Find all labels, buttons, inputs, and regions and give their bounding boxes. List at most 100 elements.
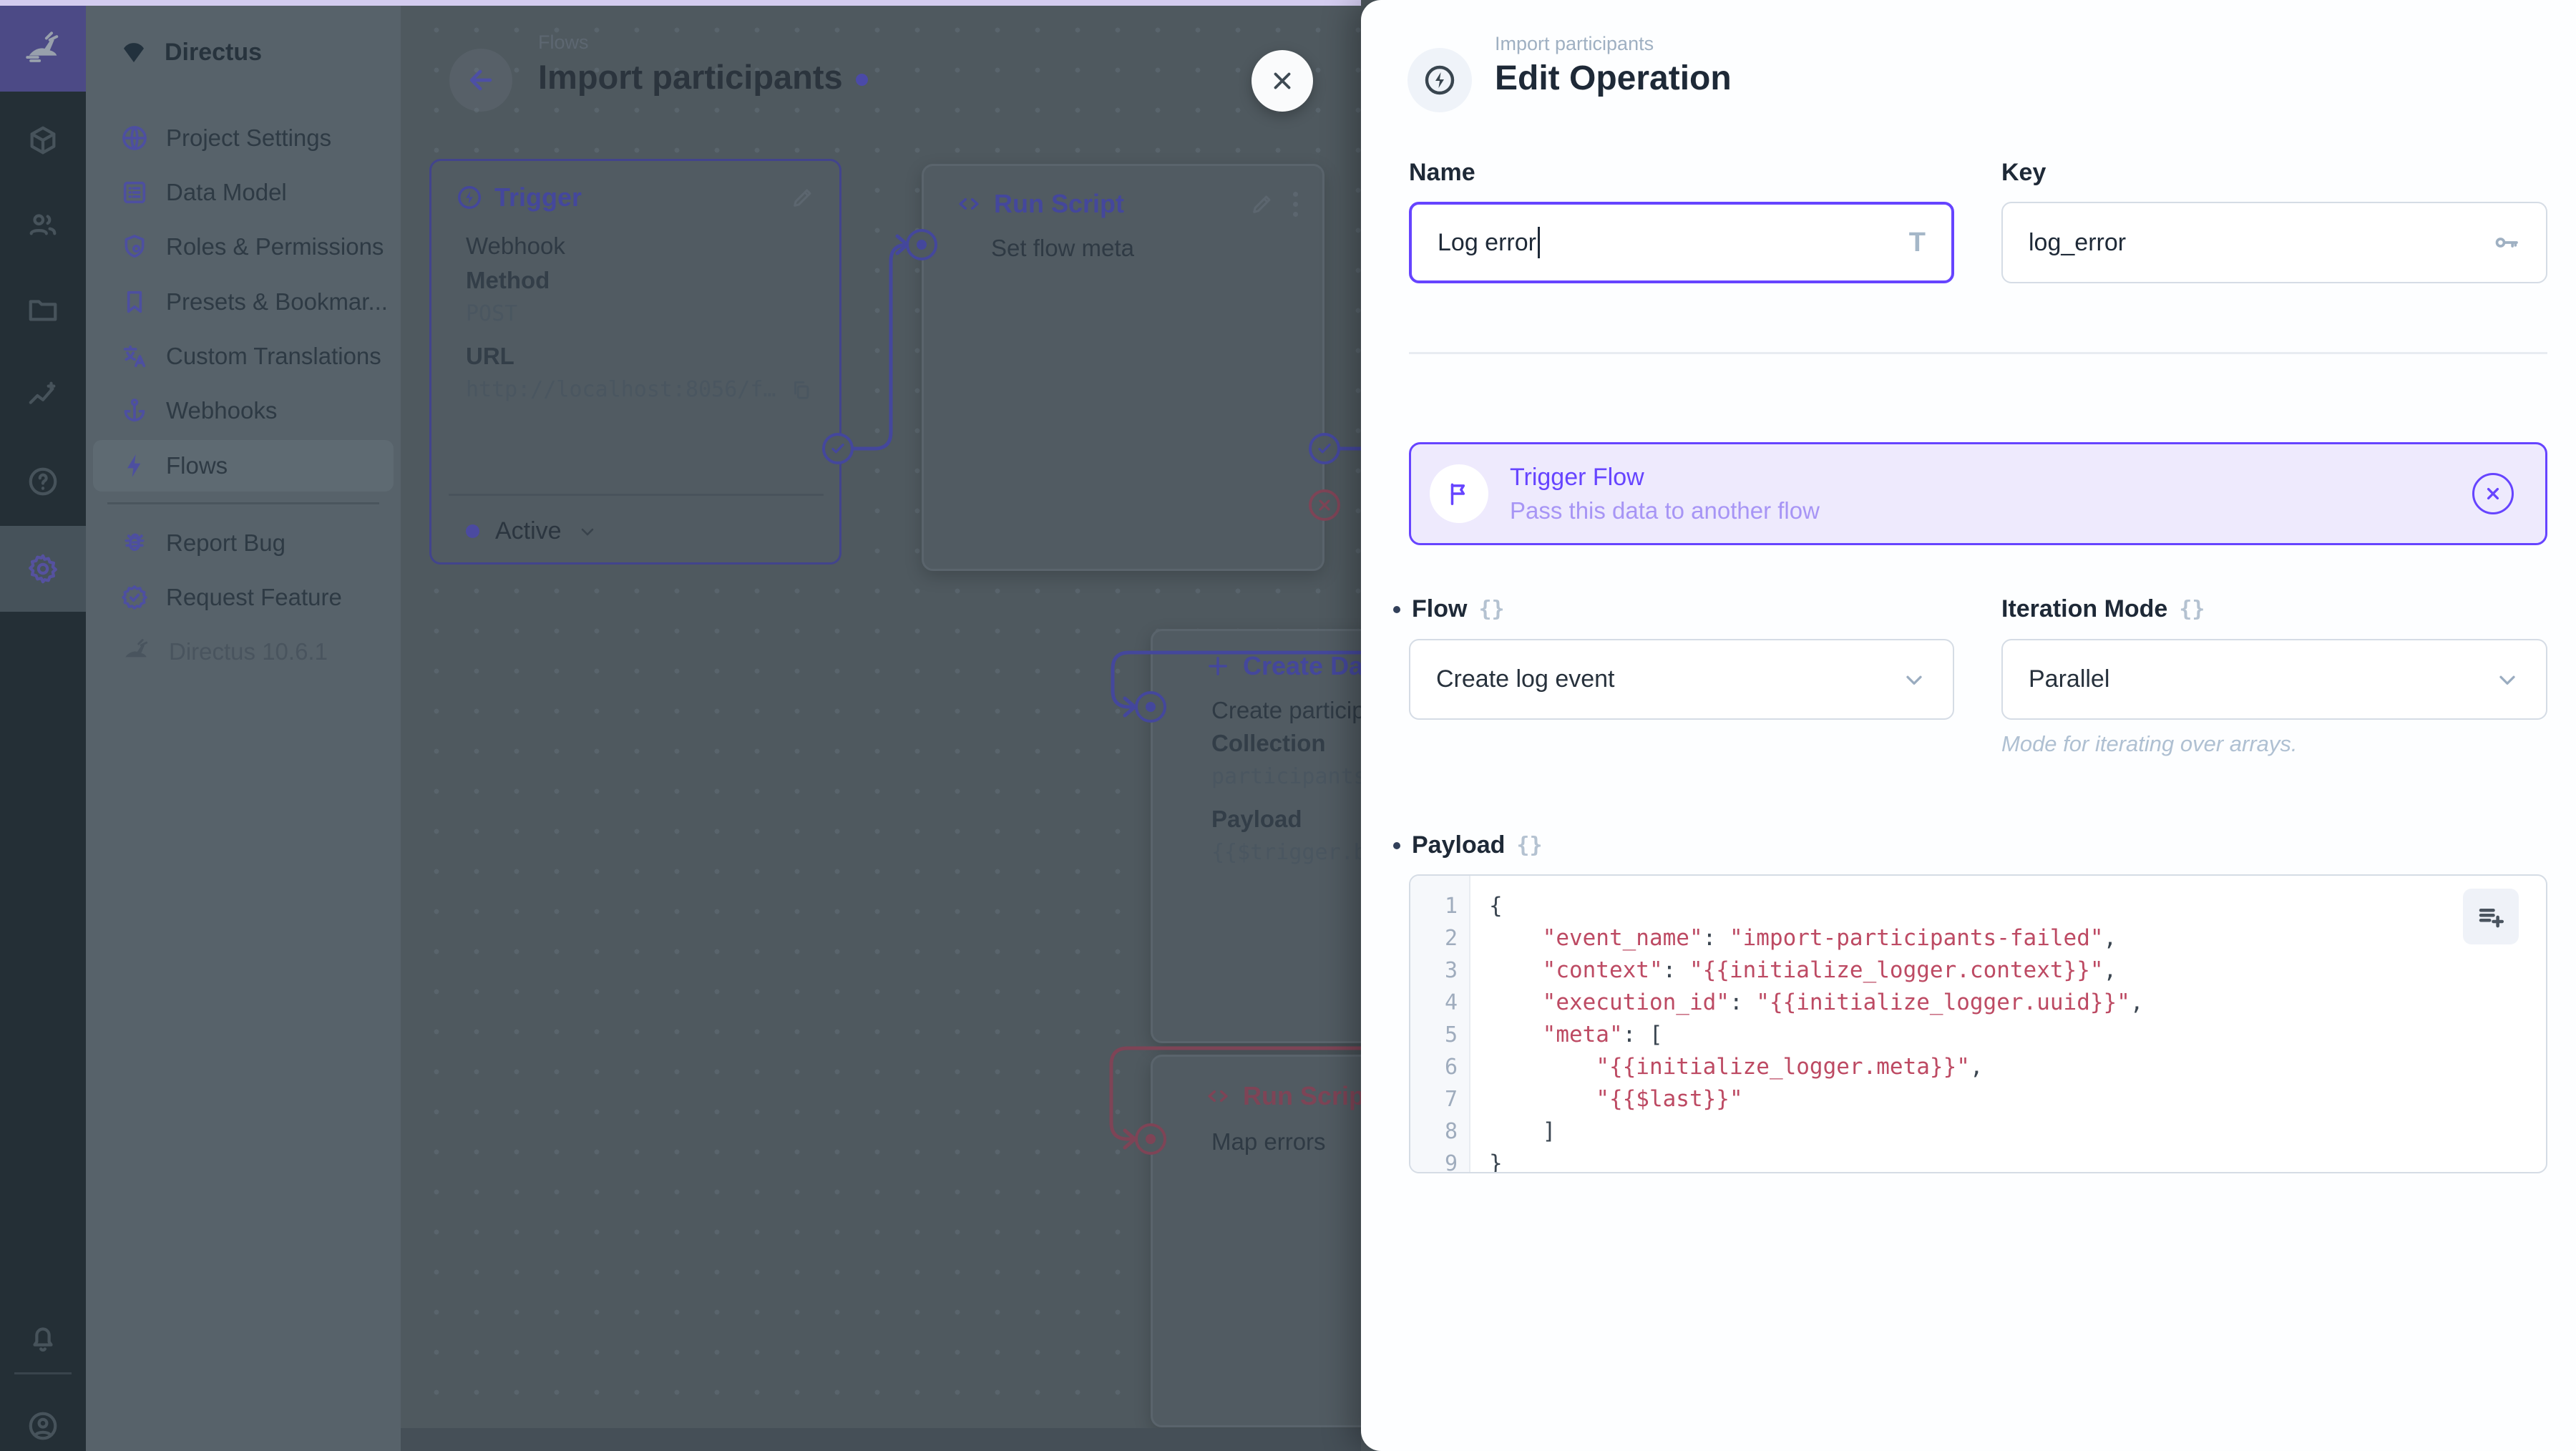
run-script-resolve-connector[interactable] xyxy=(1309,433,1340,464)
project-chooser[interactable]: Directus xyxy=(86,26,401,79)
flow-select[interactable]: Create log event xyxy=(1409,639,1954,720)
raw-value-icon[interactable]: {} xyxy=(1478,597,1505,622)
drawer-title: Edit Operation xyxy=(1495,59,1732,97)
run-script-panel[interactable]: Run Script Set flow meta xyxy=(922,164,1324,571)
title-formatter-icon[interactable]: T xyxy=(1908,227,1926,258)
run-script-input-connector[interactable] xyxy=(906,229,937,260)
close-drawer-button[interactable] xyxy=(1252,50,1313,112)
directus-logo[interactable] xyxy=(0,6,86,92)
rabbit-icon xyxy=(125,639,148,658)
user-circle-icon xyxy=(29,1412,57,1440)
app-version: Directus 10.6.1 xyxy=(93,626,394,678)
help-icon xyxy=(29,467,57,496)
horizontal-scrollbar-track[interactable] xyxy=(401,1428,1361,1451)
bolt-circle-icon xyxy=(1425,65,1455,95)
module-users[interactable] xyxy=(0,181,86,267)
run-script-title: Run Script xyxy=(994,189,1125,218)
create-data-panel[interactable]: Create Data Create participant Collectio… xyxy=(1151,629,1361,1043)
code-icon xyxy=(959,197,979,210)
breadcrumb[interactable]: Flows xyxy=(538,31,589,53)
trigger-panel-header: Trigger xyxy=(456,182,815,212)
trigger-panel[interactable]: Trigger Webhook Method POST URL http://l… xyxy=(429,159,841,565)
sidebar-item-label: Project Settings xyxy=(166,124,332,151)
sidebar-item-presets-bookmarks[interactable]: Presets & Bookmar... xyxy=(93,276,394,328)
banner-subtitle: Pass this data to another flow xyxy=(1510,497,1820,524)
bookmark-icon xyxy=(127,290,142,313)
badge-check-icon xyxy=(122,585,147,610)
trigger-flow-banner[interactable]: Trigger Flow Pass this data to another f… xyxy=(1409,442,2547,545)
version-label: Directus 10.6.1 xyxy=(169,638,328,665)
module-docs[interactable] xyxy=(0,439,86,524)
chevron-down-icon xyxy=(2499,675,2515,685)
playlist-add-button[interactable] xyxy=(2463,889,2519,944)
run-script-reject-connector[interactable] xyxy=(1309,489,1340,521)
remove-trigger-flow-button[interactable] xyxy=(2472,473,2514,514)
iteration-mode-note: Mode for iterating over arrays. xyxy=(2001,731,2298,756)
operation-name: Create participant xyxy=(1211,697,1361,723)
map-errors-panel[interactable]: Run Script Map errors xyxy=(1151,1055,1361,1427)
banner-title: Trigger Flow xyxy=(1510,463,1644,491)
module-settings[interactable] xyxy=(0,526,86,612)
flag-icon-circle xyxy=(1430,464,1488,523)
iteration-mode-select[interactable]: Parallel xyxy=(2001,639,2547,720)
flow-header: Flows Import participants xyxy=(401,0,1361,143)
collection-label: Collection xyxy=(1211,730,1326,756)
sidebar-item-custom-translations[interactable]: Custom Translations xyxy=(93,331,394,382)
kebab-menu-icon[interactable] xyxy=(1293,191,1298,217)
sidebar-item-request-feature[interactable]: Request Feature xyxy=(93,572,394,623)
map-errors-title: Run Script xyxy=(1243,1081,1361,1110)
pencil-icon[interactable] xyxy=(1250,192,1274,216)
create-data-input-connector[interactable] xyxy=(1135,691,1166,723)
window-top-edge xyxy=(0,0,1361,6)
flow-status-toggle[interactable]: Active xyxy=(466,517,597,545)
trigger-resolve-connector[interactable] xyxy=(822,433,854,464)
text-caret xyxy=(1537,227,1540,258)
payload-field-label: Payload {} xyxy=(1393,831,1543,859)
flow-canvas[interactable]: Flows Import participants Trigger Webhoo… xyxy=(401,0,1361,1451)
key-input[interactable]: log_error xyxy=(2001,202,2547,283)
sidebar-item-label: Report Bug xyxy=(166,529,286,556)
sidebar-item-label: Data Model xyxy=(166,179,287,205)
sidebar-item-roles-permissions[interactable]: Roles & Permissions xyxy=(93,221,394,273)
key-icon xyxy=(2495,238,2518,248)
module-content[interactable] xyxy=(0,97,86,183)
run-script-header: Run Script xyxy=(955,189,1298,219)
iteration-mode-field-label: Iteration Mode {} xyxy=(2001,595,2205,622)
sidebar-item-webhooks[interactable]: Webhooks xyxy=(93,385,394,436)
key-field-label: Key xyxy=(2001,159,2046,186)
notifications-button[interactable] xyxy=(0,1295,86,1381)
sidebar-item-label: Webhooks xyxy=(166,397,278,424)
bolt-circle-icon xyxy=(458,186,481,209)
back-button[interactable] xyxy=(449,49,512,112)
page-title: Import participants xyxy=(538,57,868,97)
module-insights[interactable] xyxy=(0,353,86,439)
payload-preview: {{$trigger.bod xyxy=(1211,840,1361,865)
module-files[interactable] xyxy=(0,267,86,353)
map-errors-input-connector[interactable] xyxy=(1135,1123,1166,1155)
sidebar-item-project-settings[interactable]: Project Settings xyxy=(93,112,394,164)
pencil-icon[interactable] xyxy=(791,185,815,210)
sidebar-item-label: Request Feature xyxy=(166,584,342,610)
code-lines[interactable]: { "event_name": "import-participants-fai… xyxy=(1489,893,2144,1173)
banner-text: Trigger Flow Pass this data to another f… xyxy=(1510,464,1820,524)
sidebar-item-report-bug[interactable]: Report Bug xyxy=(93,517,394,569)
raw-value-icon[interactable]: {} xyxy=(2179,597,2205,622)
globe-icon xyxy=(122,126,147,150)
x-icon xyxy=(2487,487,2499,500)
name-input[interactable]: Log error T xyxy=(1409,202,1954,283)
playlist-add-icon xyxy=(2479,908,2504,928)
copy-icon[interactable] xyxy=(790,379,811,401)
people-icon xyxy=(29,214,57,235)
operation-type-button[interactable] xyxy=(1407,48,1472,112)
user-avatar[interactable] xyxy=(0,1383,86,1451)
sidebar-divider xyxy=(107,502,379,504)
project-name: Directus xyxy=(165,38,263,66)
raw-value-icon[interactable]: {} xyxy=(1516,833,1543,858)
required-dot xyxy=(1393,605,1400,613)
sidebar-item-data-model[interactable]: Data Model xyxy=(93,167,394,218)
sidebar-item-label: Roles & Permissions xyxy=(166,233,384,260)
sidebar-item-flows[interactable]: Flows xyxy=(93,440,394,492)
collection-value: participants xyxy=(1211,764,1361,789)
